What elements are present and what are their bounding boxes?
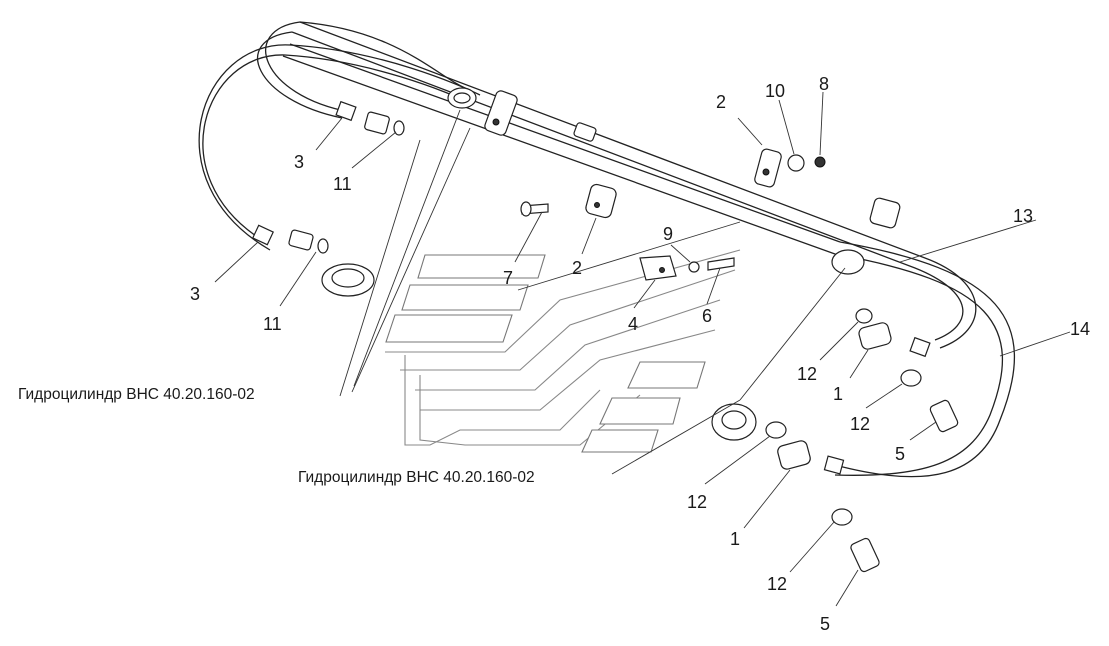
caption-cylinder-center: Гидроцилиндр ВНС 40.20.160-02 bbox=[298, 469, 535, 486]
callout-7: 7 bbox=[503, 268, 513, 288]
callout-12-b: 12 bbox=[850, 414, 870, 434]
caption-cylinder-left: Гидроцилиндр ВНС 40.20.160-02 bbox=[18, 386, 255, 403]
callout-6: 6 bbox=[702, 306, 712, 326]
callout-9: 9 bbox=[663, 224, 673, 244]
callout-12-d: 12 bbox=[767, 574, 787, 594]
callout-13: 13 bbox=[1013, 206, 1033, 226]
hose-bundle bbox=[198, 21, 1015, 478]
fitting-parts bbox=[288, 87, 959, 573]
callout-4: 4 bbox=[628, 314, 638, 334]
callout-5-upper: 5 bbox=[895, 444, 905, 464]
callout-14: 14 bbox=[1070, 319, 1090, 339]
clamp-parts bbox=[484, 90, 826, 281]
callout-5-lower: 5 bbox=[820, 614, 830, 634]
watermark-logo bbox=[385, 249, 741, 453]
callout-1-upper: 1 bbox=[833, 384, 843, 404]
callout-11-upper: 11 bbox=[333, 174, 352, 194]
leader-lines bbox=[214, 91, 1071, 607]
callout-2-middle: 2 bbox=[572, 258, 582, 278]
callout-12-a: 12 bbox=[797, 364, 817, 384]
callout-2-top: 2 bbox=[716, 92, 726, 112]
callout-8: 8 bbox=[819, 74, 829, 94]
callout-numbers: 2 10 8 3 11 3 11 7 2 9 4 6 13 14 12 1 12… bbox=[190, 74, 1090, 634]
callout-11-lower: 11 bbox=[263, 314, 282, 334]
callout-1-lower: 1 bbox=[730, 529, 740, 549]
callout-10: 10 bbox=[765, 81, 785, 101]
callout-12-c: 12 bbox=[687, 492, 707, 512]
callout-3-upper: 3 bbox=[294, 152, 304, 172]
callout-3-lower: 3 bbox=[190, 284, 200, 304]
